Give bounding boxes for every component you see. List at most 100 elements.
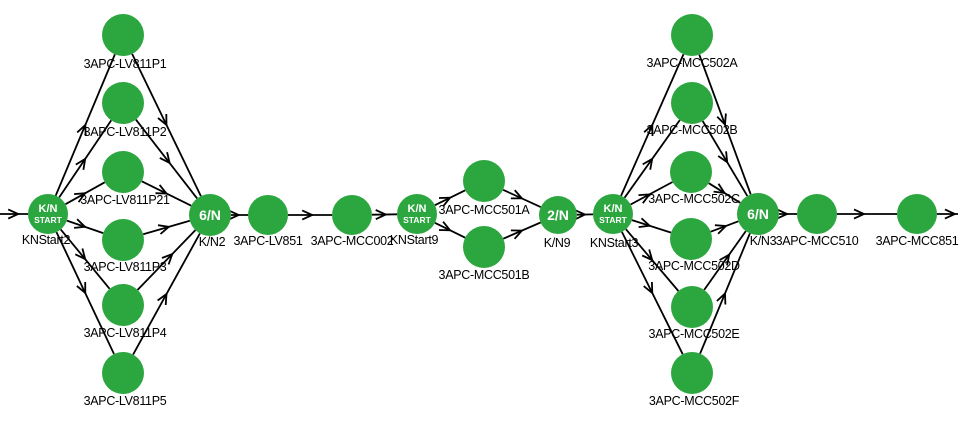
edge-arrowhead-icon	[853, 208, 867, 220]
edge-arrowhead-icon	[438, 196, 453, 207]
edge-arrowhead-icon	[228, 209, 241, 221]
edge-arrowhead-icon	[719, 252, 731, 266]
node-group-lv811p5: 3APC-LV811P5	[84, 352, 167, 408]
node-mcc502b-circle[interactable]	[671, 82, 713, 124]
edge-arrowhead-icon	[944, 208, 958, 220]
node-group-mcc502d: 3APC-MCC502D	[648, 218, 740, 273]
node-mcc851-circle[interactable]	[897, 194, 937, 234]
edge-arrowhead-icon	[375, 209, 388, 221]
node-mcc501a-circle[interactable]	[463, 160, 505, 202]
node-kn2-label: K/N2	[199, 235, 226, 249]
node-group-lv851: 3APC-LV851	[233, 195, 303, 248]
edge-arrowhead-icon	[155, 184, 169, 195]
node-group-mcc002: 3APC-MCC002	[311, 195, 394, 248]
node-group-lv811p3: 3APC-LV811P3	[84, 219, 167, 274]
node-lv811p5-circle[interactable]	[102, 352, 144, 394]
node-lv811p2-label: 3APC-LV811P2	[84, 125, 167, 139]
edge-arrowhead-icon	[157, 224, 171, 235]
edge-arrowhead-icon	[157, 113, 168, 127]
edge-line	[135, 119, 198, 199]
node-group-lv811p4: 3APC-LV811P4	[84, 284, 167, 340]
node-lv811p4-circle[interactable]	[102, 284, 144, 326]
edge-arrowhead-icon	[161, 252, 174, 265]
edge-arrowhead-icon	[641, 249, 654, 262]
node-lv811p1-label: 3APC-LV811P1	[84, 57, 167, 71]
node-kn2-circle[interactable]	[189, 194, 231, 236]
edge-arrowhead-icon	[301, 209, 315, 221]
edge-arrowhead-icon	[714, 224, 728, 235]
edge-arrowhead-icon	[638, 217, 652, 228]
node-lv811p21-circle[interactable]	[102, 151, 144, 193]
node-group-lv811p2: 3APC-LV811P2	[84, 82, 167, 139]
node-knstart3-start-text: START	[599, 215, 628, 225]
node-kn9-vote-text: 2/N	[547, 207, 569, 223]
node-knstart2-circle[interactable]	[28, 194, 68, 234]
edge-arrowhead-icon	[510, 189, 524, 200]
node-mcc502f-label: 3APC-MCC502F	[649, 394, 740, 408]
edge-arrowhead-icon	[159, 151, 171, 165]
node-mcc502a-circle[interactable]	[671, 14, 713, 56]
node-knstart3-kn-text: K/N	[604, 203, 623, 215]
node-knstart2-label: KNStart2	[22, 233, 71, 247]
node-knstart9-circle[interactable]	[397, 194, 437, 234]
node-mcc502a-label: 3APC-MCC502A	[647, 56, 739, 70]
edge-line	[136, 229, 197, 291]
node-mcc502b-label: 3APC-MCC502B	[647, 123, 738, 137]
node-lv851-circle[interactable]	[248, 195, 288, 235]
edge-arrowhead-icon	[7, 208, 21, 220]
node-group-kn9: 2/N K/N9	[539, 196, 577, 250]
edge-arrowhead-icon	[76, 123, 87, 137]
edge-arrowhead-icon	[510, 229, 524, 240]
edge-arrowhead-icon	[776, 208, 790, 220]
node-mcc502e-circle[interactable]	[671, 286, 713, 328]
node-lv811p1-circle[interactable]	[102, 14, 144, 56]
node-group-mcc502b: 3APC-MCC502B	[647, 82, 738, 137]
edge-arrowhead-icon	[76, 281, 87, 295]
node-mcc501a-label: 3APC-MCC501A	[439, 203, 531, 217]
node-knstart3-circle[interactable]	[593, 194, 633, 234]
node-mcc502d-circle[interactable]	[670, 218, 712, 260]
node-lv851-label: 3APC-LV851	[233, 234, 302, 248]
node-kn9-label: K/N9	[544, 236, 571, 250]
node-mcc510-circle[interactable]	[797, 194, 837, 234]
edge-arrowhead-icon	[157, 292, 168, 306]
node-group-mcc510: 3APC-MCC510	[776, 194, 859, 248]
node-group-mcc502e: 3APC-MCC502E	[649, 286, 740, 341]
node-lv811p3-circle[interactable]	[102, 219, 144, 261]
node-group-lv811p21: 3APC-LV811P21	[80, 151, 170, 207]
edge-line	[142, 219, 191, 236]
node-mcc501b-label: 3APC-MCC501B	[439, 268, 530, 282]
node-group-mcc502f: 3APC-MCC502F	[649, 352, 740, 408]
node-mcc501b-circle[interactable]	[463, 226, 505, 268]
edge-arrowhead-icon	[74, 248, 87, 261]
node-lv811p3-label: 3APC-LV811P3	[84, 260, 167, 274]
edge-arrowhead-icon	[716, 291, 727, 305]
node-lv811p4-label: 3APC-LV811P4	[84, 326, 167, 340]
node-kn9-circle[interactable]	[539, 196, 577, 234]
edge-arrowhead-icon	[643, 123, 654, 137]
node-knstart9-label: KNStart9	[390, 233, 439, 247]
node-kn3-label: K/N3	[750, 234, 777, 248]
node-mcc502f-circle[interactable]	[671, 352, 713, 394]
node-kn3-vote-text: 6/N	[747, 206, 769, 222]
node-group-mcc501a: 3APC-MCC501A	[439, 160, 531, 217]
node-group-kn2: 6/NK/N2	[189, 194, 231, 249]
edge-arrowhead-icon	[643, 281, 654, 296]
node-kn3-circle[interactable]	[737, 193, 779, 235]
node-lv811p2-circle[interactable]	[102, 82, 144, 124]
node-mcc002-circle[interactable]	[332, 195, 372, 235]
edge-arrowhead-icon	[574, 209, 588, 221]
node-mcc502c-circle[interactable]	[670, 151, 712, 193]
node-group-kn3: 6/N K/N3	[737, 193, 779, 248]
edge-arrowhead-icon	[713, 183, 727, 195]
node-mcc502d-label: 3APC-MCC502D	[648, 259, 740, 273]
node-mcc502c-label: 3APC-MCC502C	[648, 192, 740, 206]
edge-arrowhead-icon	[638, 193, 652, 204]
edge-arrowhead-icon	[716, 113, 727, 127]
node-group-mcc501b: 3APC-MCC501B	[439, 226, 530, 282]
